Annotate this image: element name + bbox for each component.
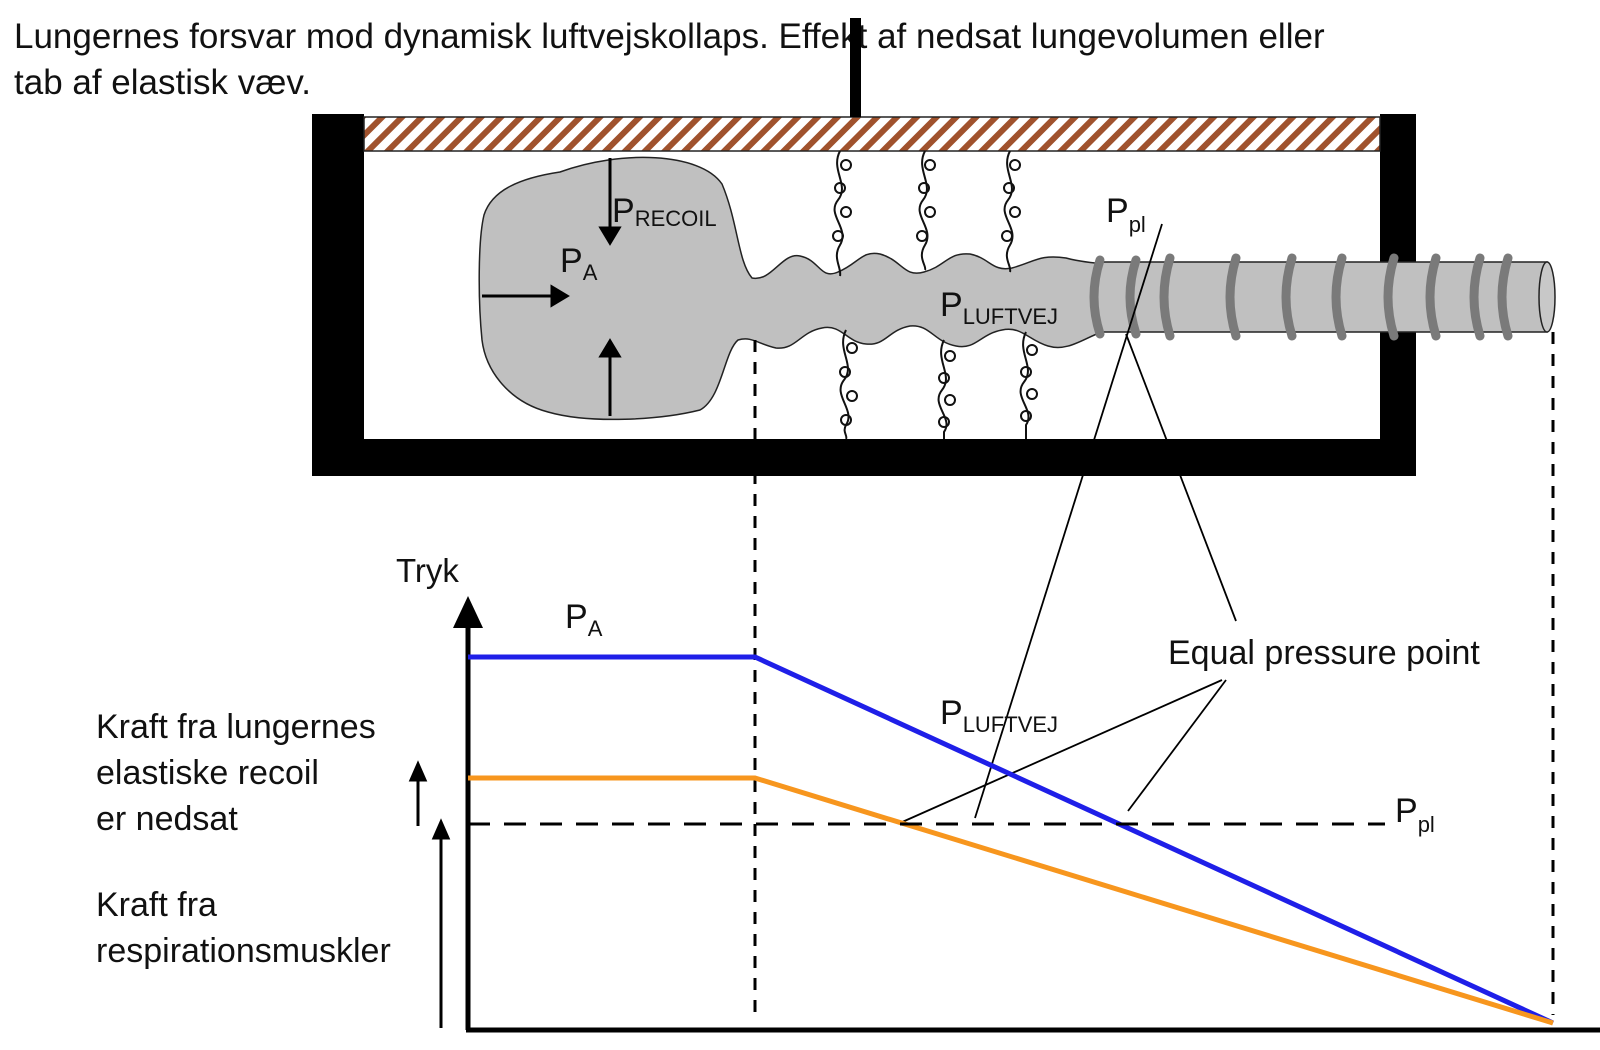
label-p-recoil: PRECOIL xyxy=(612,192,717,231)
recoil-arrow-up-head xyxy=(598,338,622,358)
graph-axes: Tryk xyxy=(396,552,1600,1033)
pointer-eqp-2 xyxy=(1127,679,1227,812)
spring-bottom-2 xyxy=(937,339,948,439)
spring-top-3 xyxy=(1003,150,1014,273)
bronchus-opening xyxy=(1538,261,1556,333)
label-p-luftvej-upper: PLUFTVEJ xyxy=(940,286,1058,329)
alveolus-and-airway xyxy=(478,156,1103,421)
piston-rod xyxy=(850,18,861,117)
elastic-recoil-line-3: er nedsat xyxy=(96,800,238,838)
spring-bottom-1 xyxy=(839,329,850,440)
label-p-a-upper: PA xyxy=(560,242,598,285)
pointer-airway-to-label xyxy=(1125,333,1237,622)
title-line-1: Lungernes forsvar mod dynamisk luftvejsk… xyxy=(14,17,1325,56)
label-p-pl-graph: Ppl xyxy=(1395,792,1435,837)
y-axis-arrowhead xyxy=(453,596,483,628)
muscle-force-arrow-head xyxy=(431,818,451,840)
alveolar-arrow-right-head xyxy=(550,284,570,308)
equal-pressure-point-label: Equal pressure point xyxy=(1168,634,1480,672)
spring-top-1 xyxy=(833,150,844,277)
y-axis-label: Tryk xyxy=(396,552,459,589)
normal-pressure-line xyxy=(468,654,1555,1026)
pointer-eqp-1 xyxy=(899,679,1223,824)
chest-box xyxy=(312,18,1416,476)
muscle-force-text: Kraft fra respirationsmuskler xyxy=(96,886,391,970)
recoil-arrow-down-head xyxy=(598,226,622,246)
label-p-luftvej-graph: PLUFTVEJ xyxy=(940,694,1058,737)
box-left-wall xyxy=(312,114,364,476)
muscle-force-line-2: respirationsmuskler xyxy=(96,932,391,970)
pointer-ppl-to-line xyxy=(974,223,1163,819)
lung-model xyxy=(478,156,1556,421)
box-bottom-wall xyxy=(312,439,1416,476)
recoil-force-arrow-head xyxy=(408,760,428,782)
pressure-arrows xyxy=(482,158,622,416)
muscle-force-line-1: Kraft fra xyxy=(96,886,217,924)
elastic-recoil-line-1: Kraft fra lungernes xyxy=(96,708,376,746)
spring-loops xyxy=(832,159,1038,428)
spring-bottom-3 xyxy=(1019,331,1030,439)
elastic-recoil-line-2: elastiske recoil xyxy=(96,754,319,792)
spring-top-2 xyxy=(918,150,929,271)
piston-plate xyxy=(363,116,1381,152)
pointer-lines xyxy=(899,223,1237,824)
pressure-lines xyxy=(468,654,1555,1026)
force-arrows xyxy=(408,760,451,1028)
label-p-a-graph: PA xyxy=(565,598,603,641)
elastic-tethers xyxy=(832,150,1038,440)
label-p-pl-upper: Ppl xyxy=(1106,192,1146,237)
dashed-guides xyxy=(753,332,1555,1015)
cartilage-rings xyxy=(1089,253,1513,341)
elastic-recoil-text: Kraft fra lungernes elastiske recoil er … xyxy=(96,708,385,838)
reduced-pressure-line xyxy=(468,775,1554,1026)
slide-title: Lungernes forsvar mod dynamisk luftvejsk… xyxy=(14,14,1474,106)
title-line-2: tab af elastisk væv. xyxy=(14,63,311,102)
